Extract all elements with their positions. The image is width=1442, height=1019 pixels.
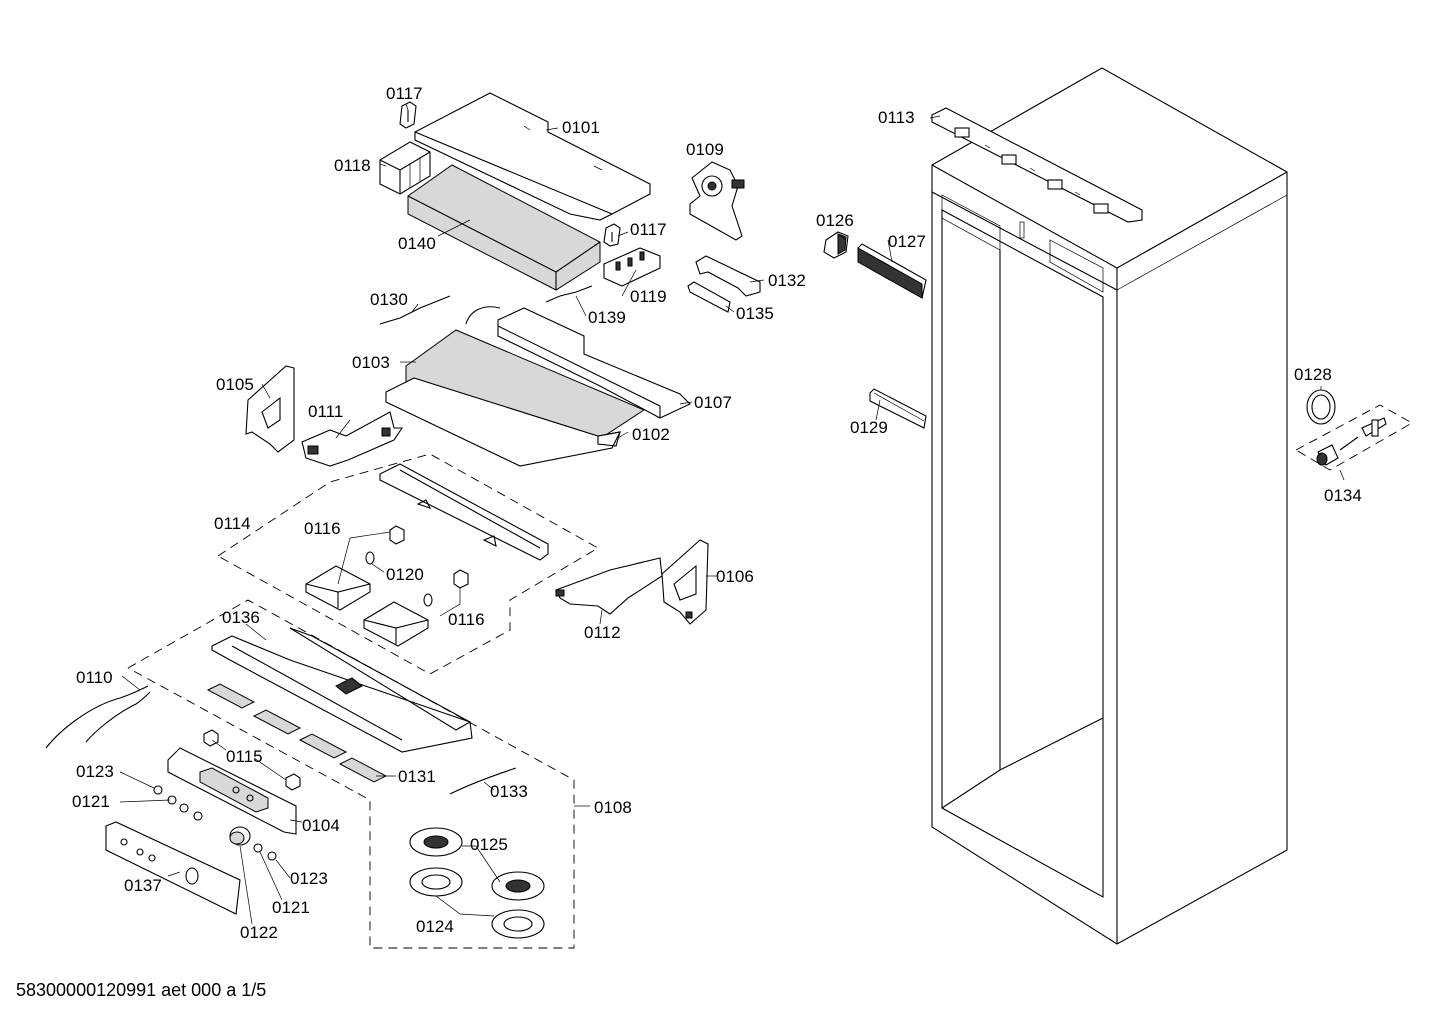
label-0122: 0122 bbox=[240, 923, 278, 942]
part-0128-ring bbox=[1306, 389, 1336, 425]
part-0109-fan bbox=[689, 161, 745, 241]
label-0134: 0134 bbox=[1324, 486, 1362, 505]
label-0118: 0118 bbox=[334, 156, 371, 175]
label-0136: 0136 bbox=[222, 608, 260, 627]
label-0129: 0129 bbox=[850, 418, 888, 437]
label-0135: 0135 bbox=[736, 304, 774, 323]
label-0126: 0126 bbox=[816, 211, 854, 230]
label-0132: 0132 bbox=[768, 271, 806, 290]
label-0115: 0115 bbox=[226, 747, 263, 766]
part-0107-drain-channel bbox=[497, 307, 691, 419]
label-0110: 0110 bbox=[76, 668, 113, 687]
label-0133: 0133 bbox=[490, 782, 528, 801]
part-0118-block bbox=[379, 141, 431, 195]
label-0104: 0104 bbox=[302, 816, 340, 835]
label-0131: 0131 bbox=[398, 767, 436, 786]
part-0102-tray bbox=[385, 377, 621, 467]
label-0114: 0114 bbox=[214, 514, 251, 533]
part-0113-top-bracket bbox=[931, 107, 1143, 223]
part-0136-light-panel bbox=[211, 627, 473, 753]
part-0112-bracket bbox=[555, 557, 663, 615]
label-0127: 0127 bbox=[888, 232, 926, 251]
label-0108: 0108 bbox=[594, 798, 632, 817]
part-0121-0123-knobs-left bbox=[153, 785, 203, 821]
label-0103: 0103 bbox=[352, 353, 390, 372]
label-0116-lower: 0116 bbox=[448, 610, 485, 629]
leader-lines bbox=[119, 103, 1345, 925]
label-0117-top: 0117 bbox=[386, 84, 423, 103]
part-0136-dashed-assembly bbox=[127, 599, 575, 949]
part-0122-knob bbox=[229, 826, 251, 846]
label-0105: 0105 bbox=[216, 375, 254, 394]
part-0111-bracket bbox=[301, 411, 404, 467]
part-0105-bracket bbox=[245, 365, 295, 453]
label-0111: 0111 bbox=[308, 402, 343, 421]
part-0129-strip bbox=[869, 388, 927, 429]
label-0106: 0106 bbox=[716, 567, 754, 586]
part-0120-lamp-housings bbox=[305, 551, 433, 647]
part-0127-panel bbox=[857, 243, 927, 299]
label-0140: 0140 bbox=[398, 234, 436, 253]
label-0101: 0101 bbox=[562, 118, 600, 137]
part-0125-diffusers bbox=[409, 827, 545, 901]
part-0106-bracket bbox=[661, 539, 709, 625]
label-0123-left: 0123 bbox=[76, 762, 114, 781]
label-0125: 0125 bbox=[470, 835, 508, 854]
label-0120: 0120 bbox=[386, 565, 424, 584]
label-0102: 0102 bbox=[632, 425, 670, 444]
document-id: 58300000120991 aet 000 a 1/5 bbox=[16, 980, 267, 1000]
label-0113: 0113 bbox=[878, 108, 915, 127]
part-0101-cover bbox=[414, 92, 651, 221]
label-0124: 0124 bbox=[416, 917, 454, 936]
part-0114-dashed-assembly bbox=[217, 453, 599, 675]
part-0116-cap-upper bbox=[389, 525, 405, 545]
part-0104-control-panel bbox=[167, 747, 297, 835]
label-0112: 0112 bbox=[584, 623, 621, 642]
part-0134-hinge-assembly bbox=[1295, 404, 1413, 471]
part-0116-cap-lower bbox=[453, 569, 469, 589]
part-0130-wire bbox=[379, 295, 451, 325]
label-0139: 0139 bbox=[588, 308, 626, 327]
label-0107: 0107 bbox=[694, 393, 732, 412]
label-0128: 0128 bbox=[1294, 365, 1332, 384]
part-0133-wire bbox=[449, 767, 517, 795]
part-0115-switches bbox=[203, 729, 301, 791]
part-0119-housing bbox=[603, 247, 661, 287]
label-0117-mid: 0117 bbox=[630, 220, 667, 239]
label-0121-left: 0121 bbox=[72, 792, 110, 811]
part-labels: 0117 0101 0118 0109 0113 0117 0140 0126 … bbox=[72, 84, 1362, 942]
part-0135-bar bbox=[687, 281, 731, 313]
part-0121-0123-knobs-right bbox=[253, 843, 277, 861]
label-0130: 0130 bbox=[370, 290, 408, 309]
label-0123-right: 0123 bbox=[290, 869, 328, 888]
part-0139-wire bbox=[545, 285, 593, 303]
part-0140-evaporator bbox=[407, 164, 601, 291]
cabinet-housing bbox=[931, 67, 1288, 945]
label-0116-upper: 0116 bbox=[304, 519, 341, 538]
label-0121-right: 0121 bbox=[272, 898, 310, 917]
label-0137: 0137 bbox=[124, 876, 162, 895]
part-0137-faceplate bbox=[105, 821, 241, 915]
part-0117-clip bbox=[399, 101, 621, 247]
part-0114-cover-rail bbox=[379, 463, 549, 561]
part-0110-wire-harness bbox=[45, 685, 151, 749]
part-0132-handle bbox=[695, 255, 761, 297]
label-0119: 0119 bbox=[630, 287, 667, 306]
label-0109: 0109 bbox=[686, 140, 724, 159]
part-0126-switch bbox=[823, 231, 849, 259]
